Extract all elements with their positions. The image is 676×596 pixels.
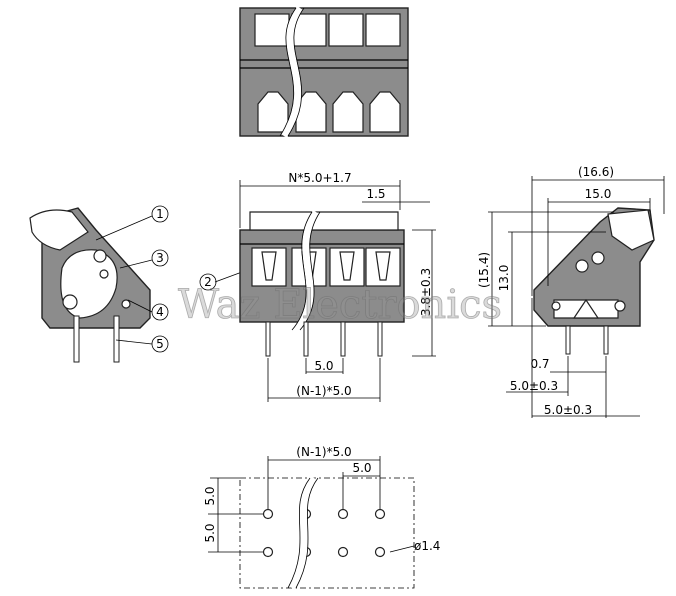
- watermark-text: Waz Electronics: [178, 282, 502, 328]
- callout-circle-3: [151, 249, 169, 267]
- dim-pin-diameter: 0.7: [530, 357, 549, 371]
- dim-total-height: (15.4): [477, 252, 491, 288]
- dim-pin-offset-2: 5.0±0.3: [544, 403, 592, 417]
- dim-pin-offset-1: 5.0±0.3: [510, 379, 558, 393]
- callout-1: 1: [156, 207, 164, 221]
- dim-body-width: 15.0: [585, 187, 612, 201]
- right-side-view: [488, 176, 665, 418]
- callout-5: 5: [156, 337, 164, 351]
- top-view-slots: [254, 13, 401, 133]
- dim-offset: 1.5: [366, 187, 385, 201]
- dim-footprint-pitch: 5.0: [352, 461, 371, 475]
- dim-front-pitch: 5.0: [314, 359, 333, 373]
- footprint-outline: [239, 477, 415, 589]
- callouts: 1 2 3 4 5: [151, 205, 217, 353]
- dim-footprint-span: (N-1)*5.0: [296, 445, 351, 459]
- callout-4: 4: [156, 305, 164, 319]
- callout-circle-4: [151, 303, 169, 321]
- left-side-view: [29, 207, 243, 363]
- dim-overall-width: N*5.0+1.7: [288, 171, 351, 185]
- dim-total-width: (16.6): [578, 165, 614, 179]
- footprint-holes: [262, 508, 386, 558]
- dim-front-span: (N-1)*5.0: [296, 384, 351, 398]
- callout-circle-5: [151, 335, 169, 353]
- front-view: [239, 180, 436, 402]
- callout-3: 3: [156, 251, 164, 265]
- dim-row-2: 5.0: [203, 523, 217, 542]
- dim-pin-length: 3.8±0.3: [419, 268, 433, 316]
- callout-circle-1: [151, 205, 169, 223]
- dimension-labels: N*5.0+1.7 1.5 5.0 (N-1)*5.0 3.8±0.3 (16.…: [203, 165, 614, 553]
- callout-2: 2: [204, 275, 212, 289]
- dim-body-height: 13.0: [497, 265, 511, 292]
- top-view: [239, 5, 409, 138]
- callout-circle-2: [199, 273, 217, 291]
- dim-hole-diameter: ø1.4: [414, 539, 440, 553]
- dim-row-1: 5.0: [203, 486, 217, 505]
- footprint-view: [208, 456, 415, 590]
